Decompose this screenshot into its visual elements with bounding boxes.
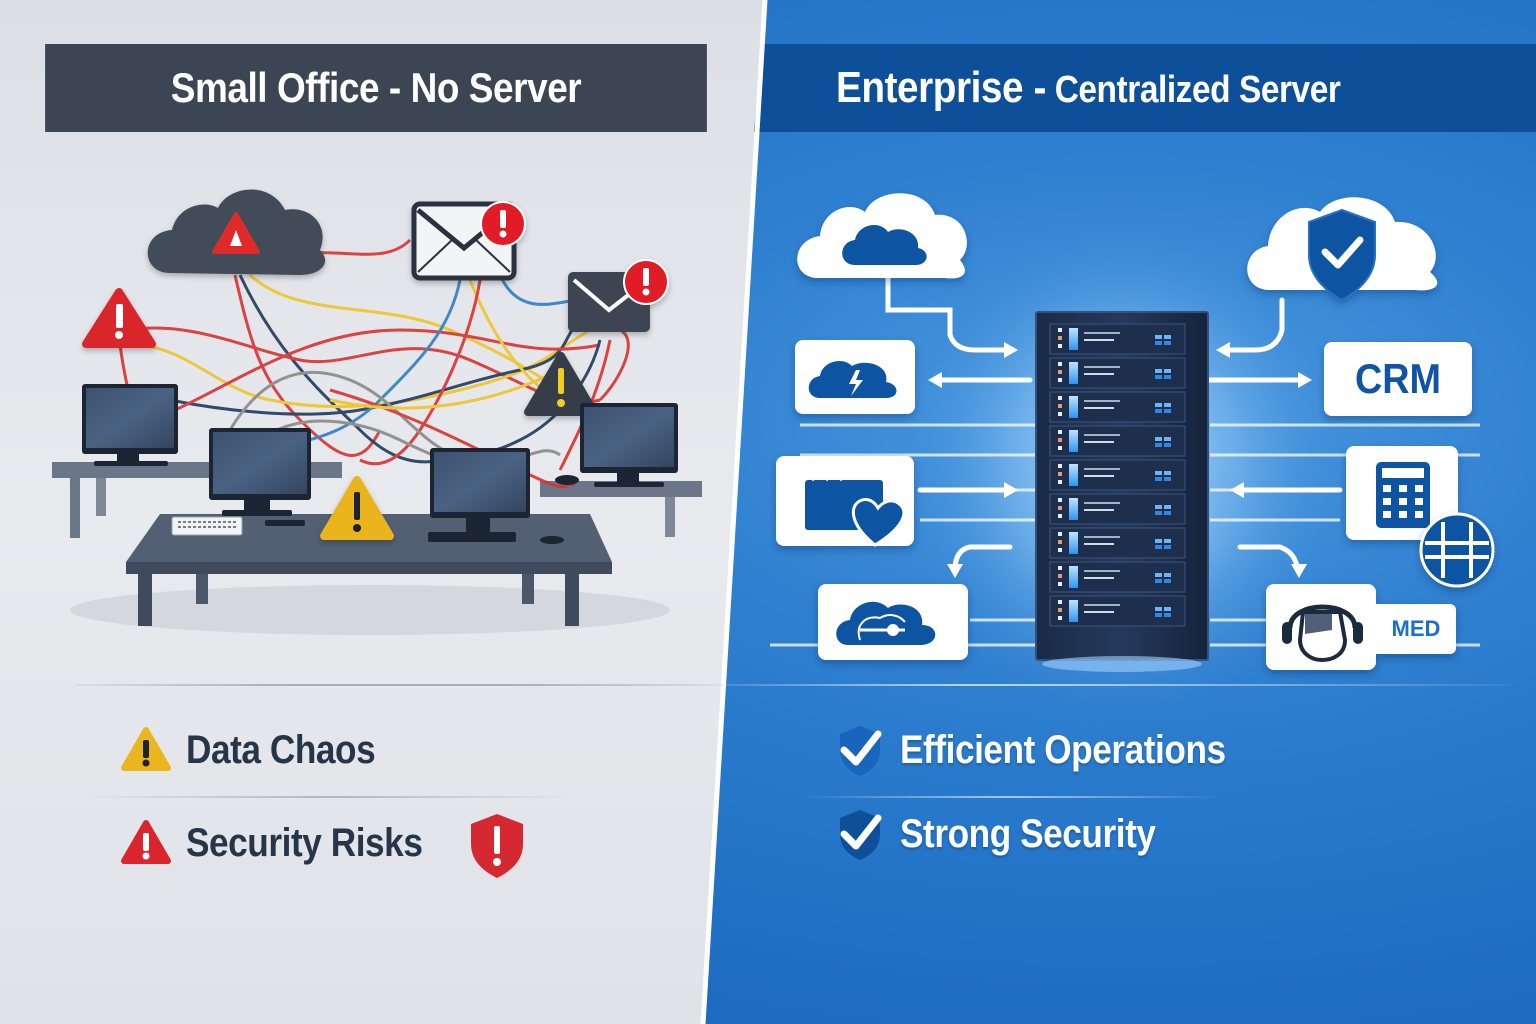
right-title-primary: Enterprise - [836,63,1046,112]
point-efficient-operations: Efficient Operations [832,722,1270,778]
point-label: Data Chaos [186,727,376,772]
desk-front [126,514,612,626]
email-alert-dark-icon [568,259,669,332]
right-title-banner: Enterprise - Centralized Server [754,44,1536,132]
med-label: MED [1391,616,1441,641]
right-title-secondary: Centralized Server [1054,69,1341,111]
cloud-sync-tile[interactable] [818,584,968,660]
warning-red-icon [82,288,156,348]
point-security-risks: Security Risks [118,806,527,880]
cloud-warning-icon [147,189,326,275]
left-title-banner: Small Office - No Server [45,44,707,132]
support-headset-tile[interactable] [1266,584,1456,670]
calculator-tile[interactable] [1346,446,1458,540]
warning-yellow-icon [320,476,394,540]
crm-tile[interactable] [1324,342,1472,416]
monitor-front-left [171,428,311,536]
point-data-chaos: Data Chaos [118,722,401,778]
data-flow-arrows [885,272,1343,573]
network-globe-icon [1419,512,1495,588]
check-shield-icon [840,810,882,860]
warning-dark-icon [524,352,598,416]
point-label: Efficient Operations [900,727,1226,772]
warning-red-icon [121,820,171,864]
monitor-back-right [555,403,678,487]
check-shield-icon [840,726,882,776]
left-divider-mid [85,796,575,798]
server-rack [1035,311,1209,672]
email-alert-icon [411,201,526,281]
cloud-power-tile[interactable] [795,340,915,414]
monitor-front-right [428,448,564,544]
cloud-shield-icon [1247,197,1438,302]
right-divider-mid [800,796,1220,798]
media-heart-tile[interactable] [776,456,914,547]
left-divider-top [75,684,725,686]
point-label: Strong Security [900,811,1156,856]
point-strong-security: Strong Security [832,806,1190,862]
server-units [1049,323,1186,627]
monitor-back-left [82,384,178,466]
warning-yellow-icon [121,727,171,771]
right-divider-top [710,684,1510,686]
cloud-storage-icon [797,193,967,279]
point-label: Security Risks [186,820,423,865]
left-title: Small Office - No Server [170,64,582,111]
crm-label: CRM [1354,355,1442,402]
shield-alert-icon [470,814,523,878]
